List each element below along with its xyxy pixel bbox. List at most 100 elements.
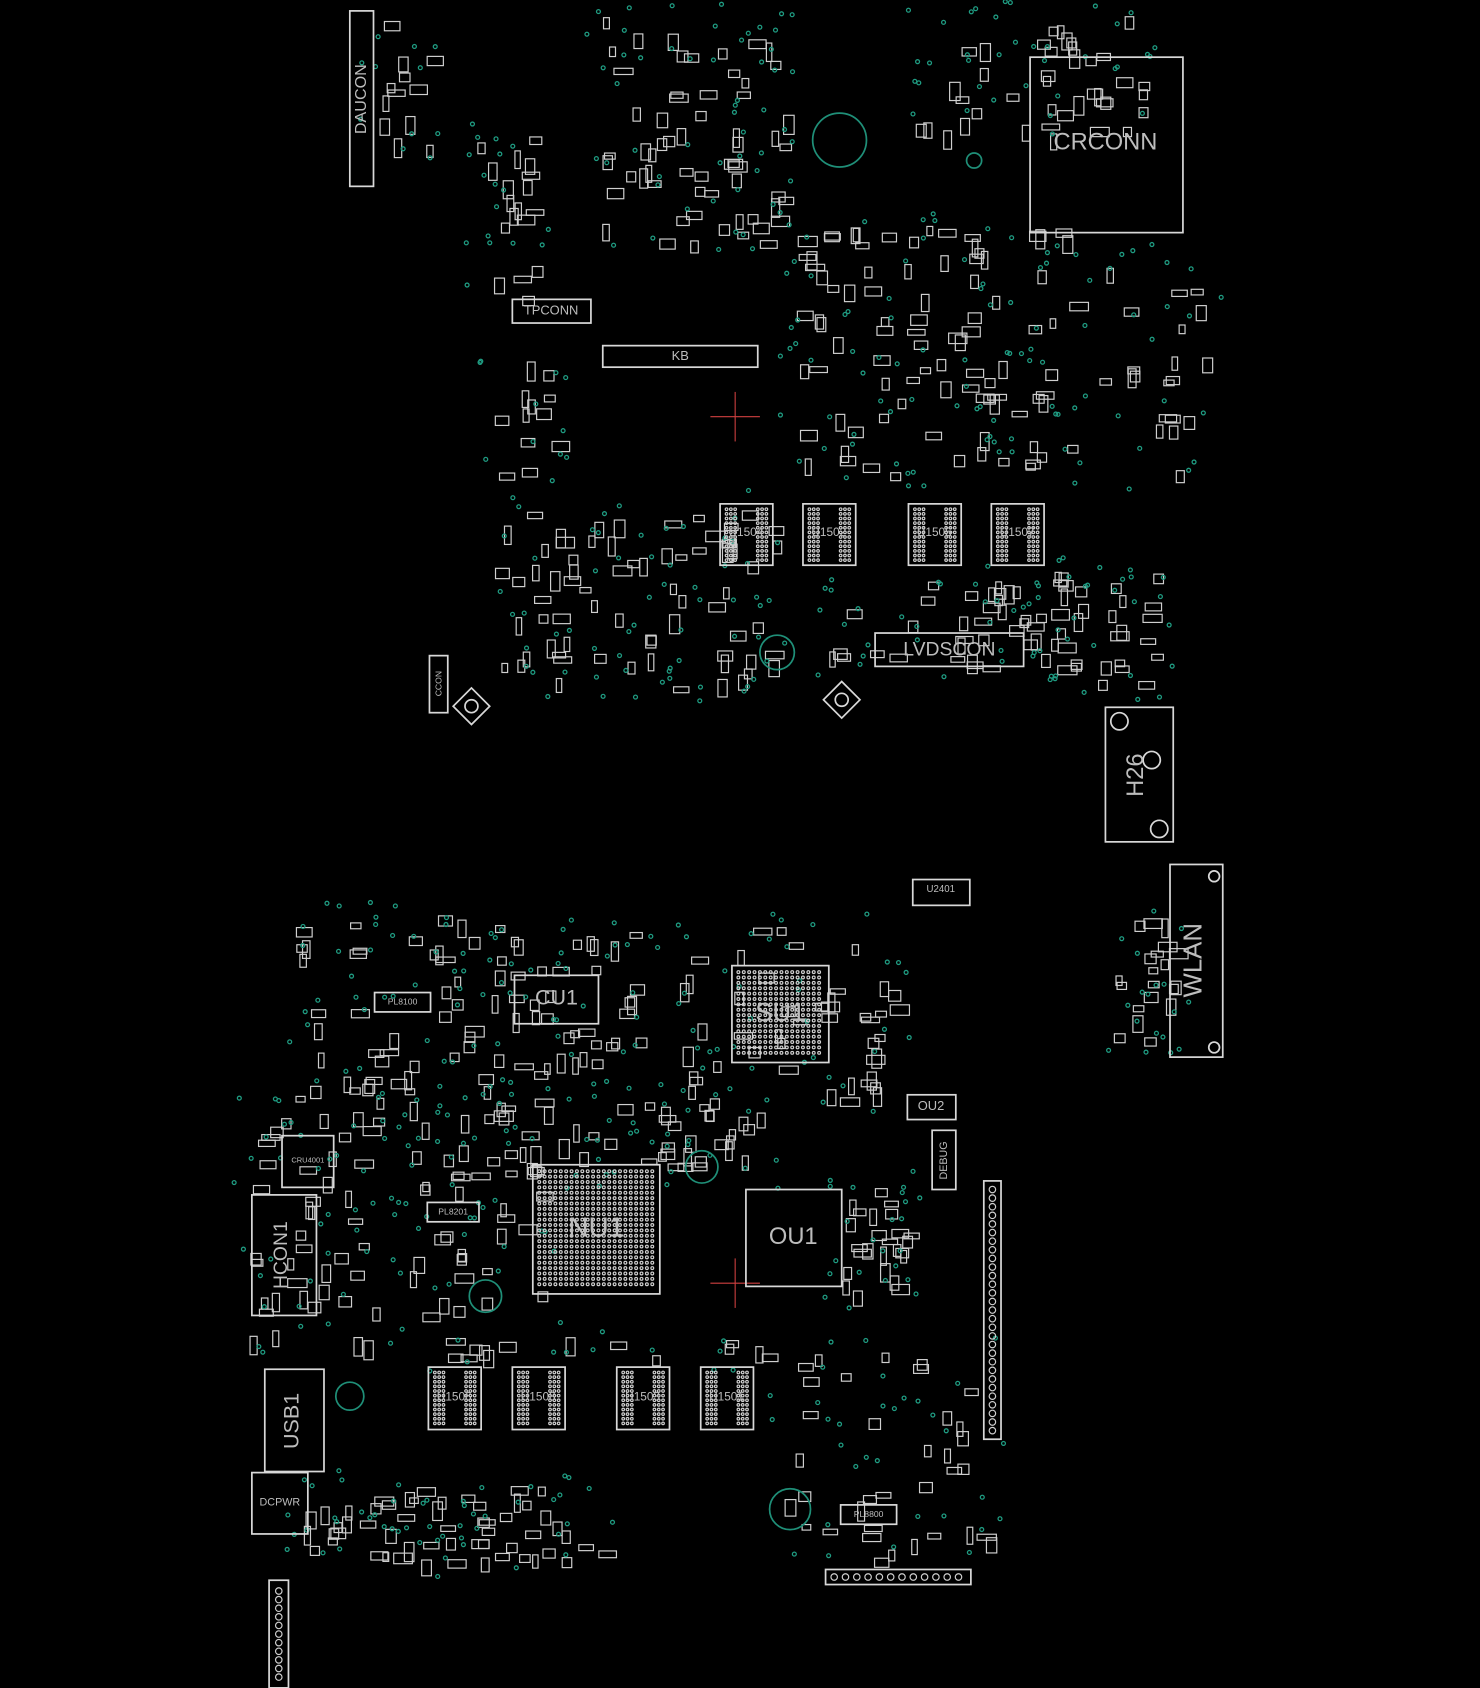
ball-pad bbox=[1031, 549, 1036, 553]
svg-text:CU1: CU1 bbox=[535, 986, 578, 1010]
smd-component bbox=[889, 1004, 911, 1016]
ball-pad bbox=[639, 1174, 644, 1179]
via bbox=[626, 1085, 632, 1091]
smd-component bbox=[358, 1242, 370, 1251]
smd-component bbox=[530, 1166, 543, 1178]
smd-component bbox=[795, 1453, 804, 1468]
via bbox=[359, 1509, 365, 1515]
ball-pad bbox=[763, 991, 768, 996]
ball-pad bbox=[542, 1169, 547, 1174]
smd-component bbox=[1020, 614, 1032, 626]
smd-component bbox=[879, 1263, 891, 1283]
via bbox=[1020, 604, 1026, 610]
ball-pad bbox=[472, 1407, 477, 1412]
via bbox=[400, 146, 406, 152]
ball-pad bbox=[764, 549, 769, 553]
via bbox=[487, 240, 493, 246]
connector-pin bbox=[932, 1573, 940, 1581]
smd-component bbox=[359, 1520, 377, 1529]
ball-pad bbox=[629, 1398, 634, 1403]
ball-pad bbox=[755, 530, 760, 535]
ball-pad bbox=[807, 530, 812, 535]
via bbox=[930, 1412, 936, 1418]
ball-pad bbox=[811, 511, 816, 516]
ball-pad bbox=[784, 986, 789, 991]
ball-pad bbox=[705, 1416, 710, 1421]
ball-pad bbox=[612, 1185, 617, 1190]
via bbox=[550, 1016, 557, 1023]
ball-pad bbox=[542, 1239, 547, 1244]
ball-pad bbox=[724, 553, 729, 558]
via bbox=[462, 1095, 468, 1101]
ball-pad bbox=[817, 1029, 822, 1034]
smd-component bbox=[445, 1337, 466, 1346]
smd-component bbox=[756, 1112, 766, 1129]
via bbox=[863, 1454, 869, 1460]
smd-component bbox=[728, 1129, 737, 1141]
ball-pad bbox=[621, 1384, 626, 1389]
ball-pad bbox=[564, 1190, 569, 1195]
ball-pad bbox=[661, 1393, 665, 1398]
ball-pad bbox=[437, 1403, 442, 1407]
via bbox=[668, 1169, 674, 1175]
smd-component bbox=[421, 1559, 433, 1577]
ball-pad bbox=[569, 1190, 574, 1195]
via bbox=[521, 610, 527, 616]
smd-component bbox=[904, 263, 912, 280]
ball-pad bbox=[757, 1007, 762, 1012]
ball-pad bbox=[763, 980, 768, 985]
ball-pad bbox=[542, 1271, 547, 1276]
ball-pad bbox=[747, 1040, 752, 1045]
ball-pad bbox=[757, 1023, 762, 1028]
via bbox=[458, 1535, 465, 1541]
ball-pad bbox=[764, 516, 769, 521]
ball-pad bbox=[468, 1416, 473, 1421]
smd-component bbox=[852, 1208, 867, 1217]
ball-pad bbox=[650, 1174, 655, 1179]
ball-pad bbox=[784, 1007, 789, 1012]
ball-pad bbox=[617, 1179, 622, 1184]
via bbox=[1127, 672, 1134, 679]
ball-pad bbox=[948, 544, 953, 549]
smd-component bbox=[440, 1525, 457, 1532]
via bbox=[880, 1403, 886, 1409]
ball-pad bbox=[621, 1398, 626, 1403]
smd-component bbox=[320, 1506, 330, 1526]
ball-pad bbox=[569, 1223, 574, 1228]
smd-component bbox=[553, 656, 573, 664]
smd-component bbox=[864, 286, 883, 297]
via bbox=[616, 555, 622, 561]
ball-pad bbox=[617, 1233, 622, 1238]
ball-pad bbox=[763, 975, 768, 980]
ball-pad bbox=[625, 1416, 630, 1421]
ball-pad bbox=[437, 1421, 442, 1426]
via bbox=[1145, 991, 1151, 997]
via bbox=[545, 226, 551, 232]
smd-component bbox=[837, 653, 852, 662]
ball-pad bbox=[580, 1223, 585, 1228]
svg-text:U1505: U1505 bbox=[917, 525, 952, 539]
ball-pad bbox=[472, 1379, 477, 1384]
ball-pad bbox=[736, 991, 741, 996]
ball-pad bbox=[713, 1375, 718, 1380]
ball-pad bbox=[617, 1228, 622, 1233]
ball-pad bbox=[591, 1196, 596, 1201]
ball-pad bbox=[464, 1398, 468, 1403]
ball-pad bbox=[784, 1050, 789, 1055]
smd-component bbox=[755, 1346, 764, 1364]
via bbox=[443, 915, 450, 921]
ball-pad bbox=[728, 516, 733, 521]
smd-component bbox=[411, 1151, 422, 1165]
ball-pad bbox=[817, 1018, 822, 1023]
via bbox=[685, 1141, 691, 1148]
ball-pad bbox=[628, 1185, 633, 1190]
small-components bbox=[249, 16, 1214, 1577]
smd-component bbox=[503, 525, 512, 546]
ball-pad bbox=[601, 1282, 606, 1287]
ball-pad bbox=[617, 1244, 622, 1249]
smd-component bbox=[338, 1295, 353, 1308]
mounting-hole bbox=[965, 152, 983, 169]
via bbox=[482, 1513, 488, 1519]
ball-pad bbox=[736, 1034, 741, 1039]
ball-pad bbox=[650, 1260, 655, 1265]
